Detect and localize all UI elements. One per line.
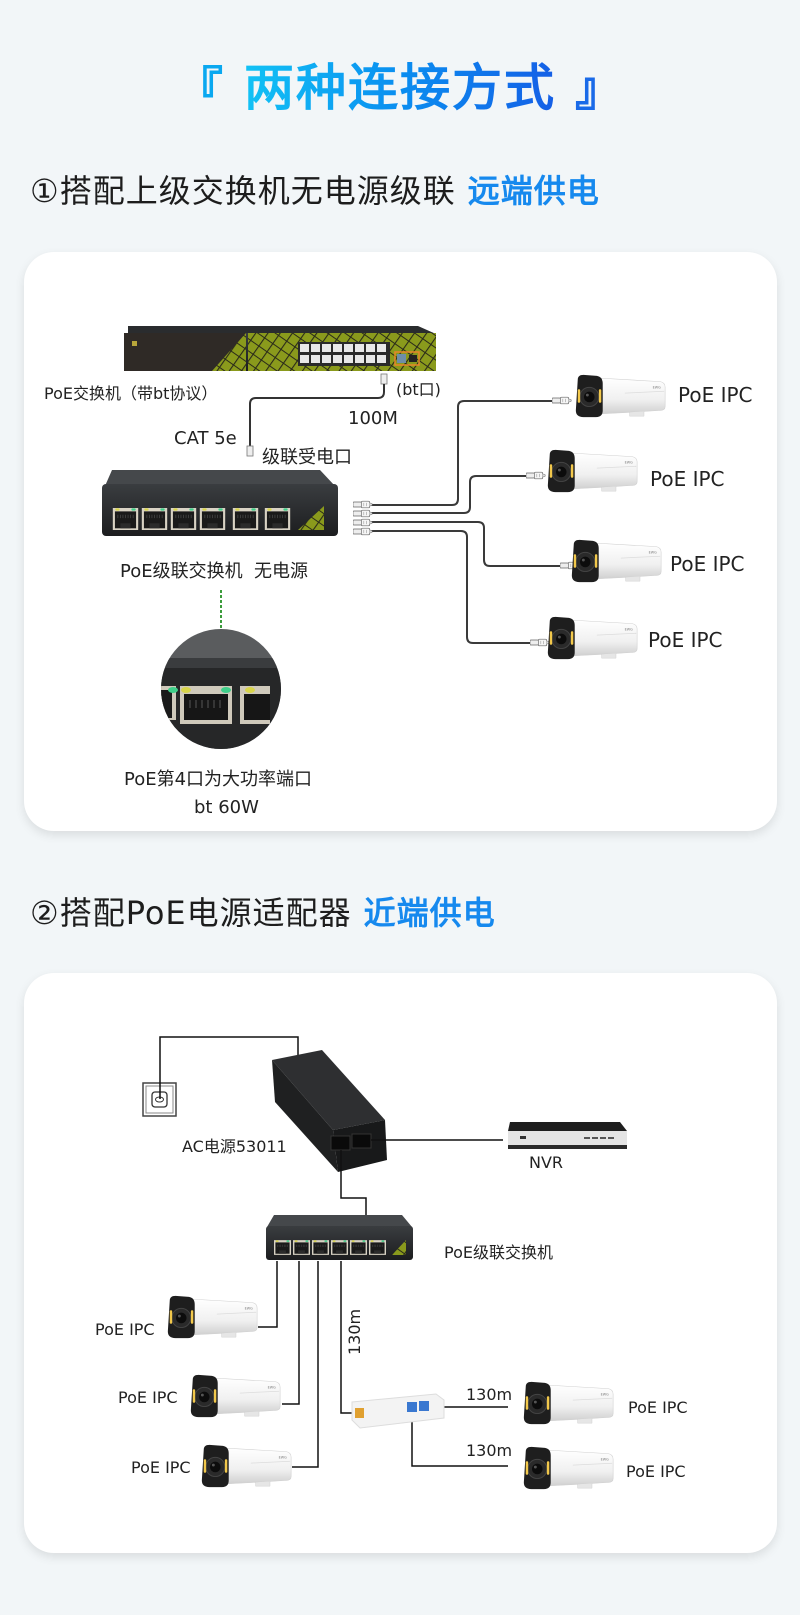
label-switch: PoE级联交换机 (444, 1243, 553, 1262)
camera-label: PoE IPC (678, 383, 753, 407)
camera-icon (201, 1444, 292, 1488)
section2-heading-accent: 近端供电 (363, 894, 496, 932)
section1-heading-text: ①搭配上级交换机无电源级联 (30, 172, 456, 210)
section1-heading-accent: 远端供电 (467, 172, 600, 210)
camera-label: PoE IPC (95, 1320, 155, 1339)
camera-label: PoE IPC (628, 1398, 688, 1417)
camera-label: PoE IPC (131, 1458, 191, 1477)
camera-label: PoE IPC (626, 1462, 686, 1481)
camera-cables-2 (258, 1261, 508, 1468)
label-distance-1: 130m (466, 1385, 513, 1404)
poe-splitter (351, 1393, 445, 1429)
label-cascade-port: 级联受电口 (262, 447, 352, 468)
camera-label: PoE IPC (670, 552, 745, 576)
page-title: 『 两种连接方式 』 (0, 48, 800, 120)
section2-heading-text: ②搭配PoE电源适配器 (30, 894, 352, 932)
camera-icon (167, 1295, 258, 1339)
label-cable: CAT 5e (174, 428, 237, 449)
diagram-remote-power (102, 326, 666, 749)
camera-cables (365, 400, 560, 644)
label-upper-switch: PoE交换机（带bt协议） (44, 384, 218, 403)
camera-icon (523, 1446, 614, 1490)
title-text: 两种连接方式 (244, 59, 556, 117)
title-bracket-left: 『 (176, 61, 225, 117)
cat5e-cable (246, 373, 388, 457)
title-bracket-right: 』 (574, 61, 624, 117)
camera-label: PoE IPC (118, 1388, 178, 1407)
label-distance-2: 130m (466, 1441, 513, 1460)
label-speed: 100M (348, 408, 398, 429)
nvr-device (508, 1122, 627, 1149)
section2-heading: ②搭配PoE电源适配器近端供电 (30, 888, 496, 934)
camera-label: PoE IPC (650, 467, 725, 491)
camera-icon (190, 1374, 281, 1418)
label-nvr: NVR (529, 1153, 564, 1172)
cascade-poe-switch-2 (266, 1215, 413, 1260)
label-distance-vertical: 130m (345, 1308, 364, 1355)
camera-icon (523, 1381, 614, 1425)
cascade-poe-switch (102, 470, 338, 536)
label-port-note: PoE第4口为大功率端口 (124, 769, 313, 790)
camera-label: PoE IPC (648, 628, 723, 652)
upper-poe-switch (124, 326, 436, 371)
section1-heading: ①搭配上级交换机无电源级联远端供电 (30, 166, 600, 212)
label-cascade-switch: PoE级联交换机 无电源 (120, 561, 309, 582)
label-adapter: AC电源53011 (182, 1137, 287, 1156)
label-port-power: bt 60W (194, 797, 259, 818)
label-bt-port: (bt口) (396, 380, 441, 399)
poe-adapter (272, 1050, 387, 1172)
diagram-card-near-power (24, 973, 777, 1553)
